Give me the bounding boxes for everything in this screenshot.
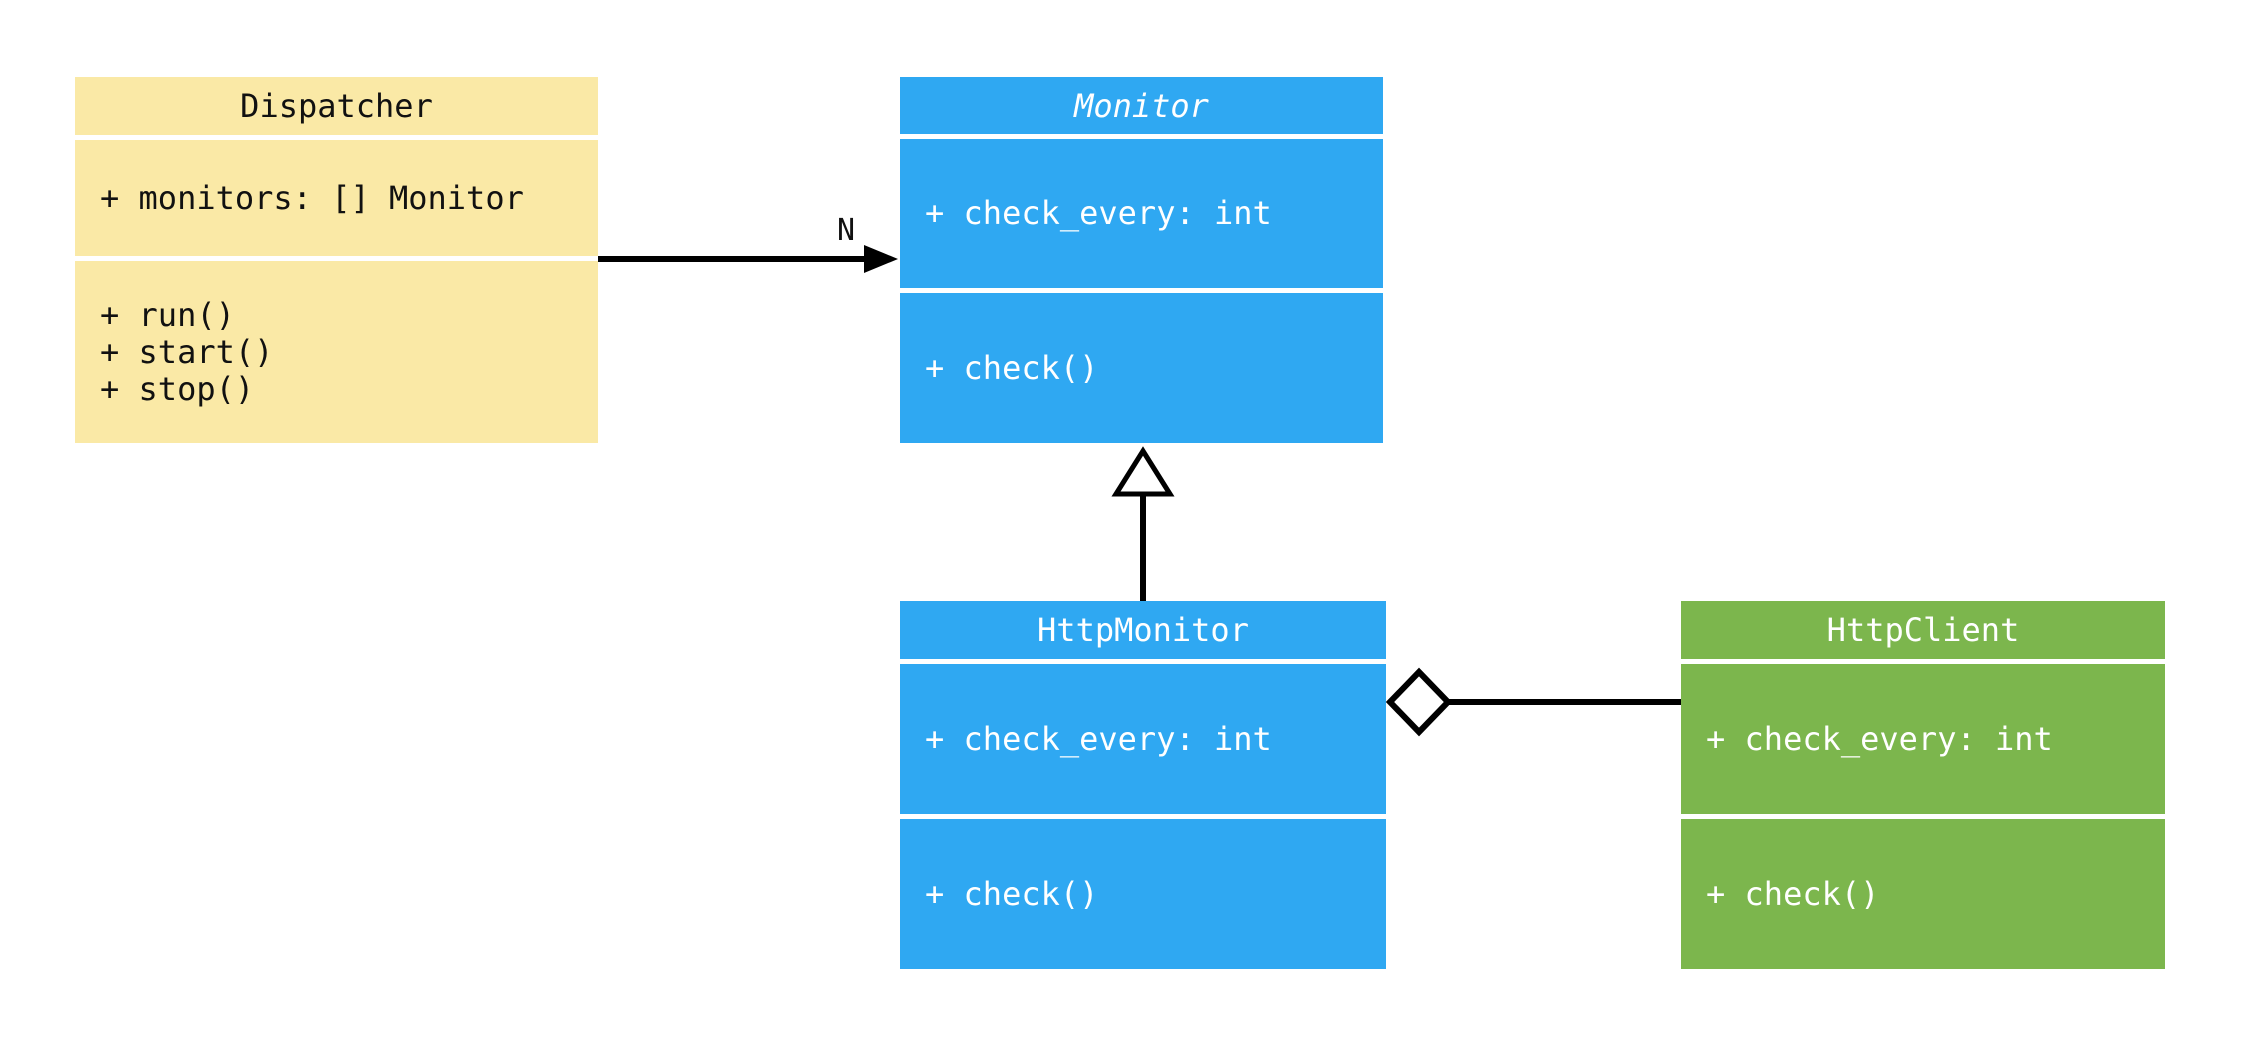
- attribute: + check_every: int: [925, 719, 1272, 758]
- inheritance-httpmonitor-monitor: [1111, 446, 1175, 601]
- aggregation-httpmonitor-httpclient: [1385, 667, 1681, 737]
- method: + run(): [100, 295, 235, 334]
- class-dispatcher-methods: + run() + start() + stop(): [75, 261, 598, 443]
- class-monitor-methods: + check(): [900, 293, 1383, 443]
- class-httpmonitor-title: HttpMonitor: [900, 601, 1386, 659]
- arrowhead-icon: [864, 245, 898, 273]
- class-httpclient-attributes: + check_every: int: [1681, 664, 2165, 814]
- class-monitor-attributes: + check_every: int: [900, 139, 1383, 288]
- method: + check(): [925, 348, 1099, 387]
- class-monitor-title: Monitor: [900, 77, 1383, 134]
- class-httpclient: HttpClient + check_every: int + check(): [1681, 601, 2165, 969]
- class-httpmonitor: HttpMonitor + check_every: int + check(): [900, 601, 1386, 969]
- attribute: + check_every: int: [1706, 719, 2053, 758]
- class-httpclient-title: HttpClient: [1681, 601, 2165, 659]
- method: + start(): [100, 332, 274, 371]
- class-dispatcher-attributes: + monitors: [] Monitor: [75, 140, 598, 256]
- class-dispatcher-title: Dispatcher: [75, 77, 598, 135]
- method: + stop(): [100, 369, 255, 408]
- multiplicity-label: N: [837, 213, 855, 248]
- method: + check(): [1706, 874, 1880, 913]
- class-httpmonitor-attributes: + check_every: int: [900, 664, 1386, 814]
- class-dispatcher: Dispatcher + monitors: [] Monitor + run(…: [75, 77, 598, 443]
- method: + check(): [925, 874, 1099, 913]
- class-monitor: Monitor + check_every: int + check(): [900, 77, 1383, 443]
- aggregation-diamond-icon: [1385, 667, 1453, 737]
- attribute: + check_every: int: [925, 194, 1272, 232]
- inheritance-triangle-icon: [1111, 446, 1175, 497]
- class-httpmonitor-methods: + check(): [900, 819, 1386, 969]
- class-httpclient-methods: + check(): [1681, 819, 2165, 969]
- attribute: + monitors: [] Monitor: [100, 178, 524, 217]
- association-dispatcher-monitor: N: [598, 213, 898, 273]
